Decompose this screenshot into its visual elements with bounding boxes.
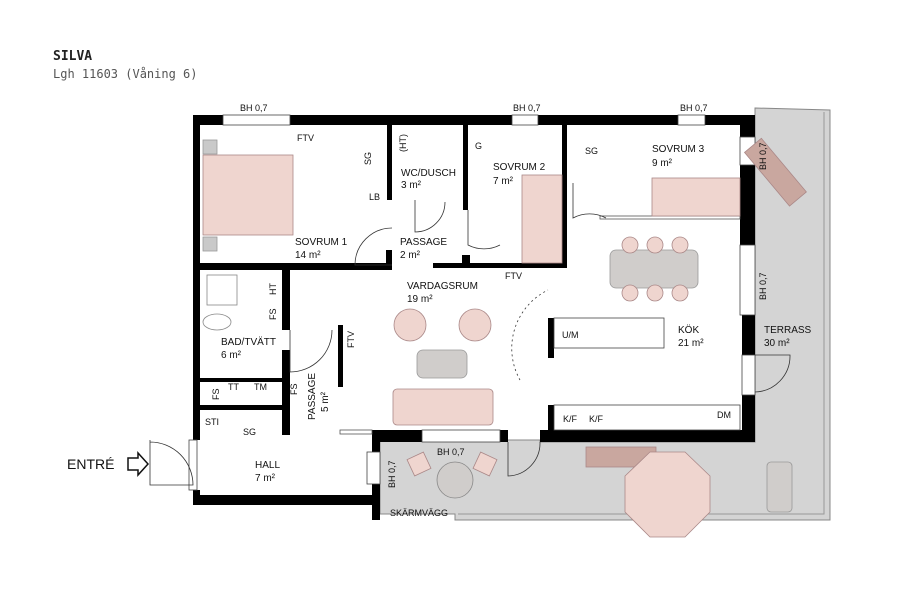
room-labels: SOVRUM 1 14 m² WC/DUSCH 3 m² PASSAGE 2 m… xyxy=(221,144,812,484)
svg-text:G: G xyxy=(475,141,482,151)
door-sovrum2 xyxy=(467,210,501,250)
sg-label: SG xyxy=(363,152,373,165)
apartment-title: SILVA xyxy=(53,49,93,64)
svg-text:21 m²: 21 m² xyxy=(678,338,704,349)
entrance-door-frame xyxy=(188,439,198,491)
room-sovrum1: SOVRUM 1 xyxy=(295,237,348,248)
svg-text:TT: TT xyxy=(228,382,239,392)
terrace-table xyxy=(766,461,793,513)
svg-text:2 m²: 2 m² xyxy=(400,250,421,261)
window-living xyxy=(421,429,501,443)
kitchen-counter xyxy=(553,404,741,431)
room-passage-2: PASSAGE xyxy=(307,373,318,420)
coffee-table xyxy=(416,349,468,379)
dining-table xyxy=(609,249,699,289)
door-balcony xyxy=(507,441,541,477)
apartment-subtitle: Lgh 11603 (Våning 6) xyxy=(53,67,198,81)
terrace-door xyxy=(741,354,756,396)
svg-text:HT: HT xyxy=(268,283,278,295)
entrance-arrow-icon xyxy=(127,451,150,477)
sofa xyxy=(392,388,494,426)
room-bad: BAD/TVÄTT xyxy=(221,336,276,348)
lb-label: LB xyxy=(369,192,380,202)
room-sovrum2: SOVRUM 2 xyxy=(493,162,546,173)
svg-text:5 m²: 5 m² xyxy=(320,391,331,412)
svg-text:STI: STI xyxy=(205,417,219,427)
single-bed-sovrum3 xyxy=(651,177,741,217)
fixture-labels: FTV FTV FTV SG SG SG LB (HT) HT G FS FS … xyxy=(205,133,731,437)
window-kitchen xyxy=(739,244,756,316)
parasol xyxy=(624,451,711,538)
svg-text:6 m²: 6 m² xyxy=(221,350,242,361)
single-bed-sovrum2 xyxy=(521,174,563,264)
ftv-label: FTV xyxy=(297,133,314,143)
svg-text:7 m²: 7 m² xyxy=(493,176,514,187)
svg-text:9 m²: 9 m² xyxy=(652,158,673,169)
svg-text:BH 0,7: BH 0,7 xyxy=(387,460,397,488)
sun-lounger xyxy=(743,137,807,207)
walls xyxy=(193,115,755,520)
door-bad xyxy=(289,329,333,373)
svg-text:19 m²: 19 m² xyxy=(407,294,433,305)
doors xyxy=(149,183,791,486)
svg-text:(HT): (HT) xyxy=(398,134,408,152)
window-sovrum2 xyxy=(511,114,539,126)
room-hall: HALL xyxy=(255,460,280,471)
svg-text:BH 0,7: BH 0,7 xyxy=(758,272,768,300)
room-wc: WC/DUSCH xyxy=(401,168,456,179)
svg-text:SG: SG xyxy=(585,146,598,156)
door-wc xyxy=(414,200,446,233)
window-sovrum1 xyxy=(222,114,291,126)
svg-text:BH 0,7: BH 0,7 xyxy=(680,103,708,113)
door-terrace xyxy=(754,354,791,393)
svg-text:FTV: FTV xyxy=(346,331,356,348)
window-sovrum3 xyxy=(677,114,706,126)
svg-text:TM: TM xyxy=(254,382,267,392)
furniture xyxy=(202,137,807,538)
svg-text:FS: FS xyxy=(211,388,221,400)
svg-text:BH 0,7: BH 0,7 xyxy=(240,103,268,113)
entrance-door xyxy=(149,440,194,486)
entrance-label: ENTRÉ xyxy=(67,456,114,472)
kitchen-island xyxy=(553,317,665,349)
svg-text:U/M: U/M xyxy=(562,330,579,340)
svg-text:K/F: K/F xyxy=(589,414,604,424)
svg-text:14 m²: 14 m² xyxy=(295,250,321,261)
svg-text:3 m²: 3 m² xyxy=(401,180,422,191)
svg-text:FTV: FTV xyxy=(505,271,522,281)
svg-text:FS: FS xyxy=(268,308,278,320)
door-sovrum1 xyxy=(354,227,393,266)
svg-text:30 m²: 30 m² xyxy=(764,338,790,349)
room-sovrum3: SOVRUM 3 xyxy=(652,144,705,155)
room-vardagsrum: VARDAGSRUM xyxy=(407,281,478,292)
room-kok: KÖK xyxy=(678,324,699,336)
svg-text:BH 0,7: BH 0,7 xyxy=(758,142,768,170)
window-hall xyxy=(366,451,381,485)
screen-wall-label: SKÄRMVÄGG xyxy=(390,508,448,518)
armchair xyxy=(458,308,492,342)
double-bed xyxy=(202,154,294,236)
svg-text:SG: SG xyxy=(243,427,256,437)
svg-text:BH 0,7: BH 0,7 xyxy=(437,447,465,457)
svg-text:DM: DM xyxy=(717,410,731,420)
svg-text:K/F: K/F xyxy=(563,414,578,424)
toilet xyxy=(202,313,232,331)
balcony-table xyxy=(436,461,474,499)
svg-text:FS: FS xyxy=(289,383,299,395)
window-labels: BH 0,7 BH 0,7 BH 0,7 BH 0,7 BH 0,7 BH 0,… xyxy=(240,103,768,518)
room-terrass: TERRASS xyxy=(764,325,812,336)
armchair xyxy=(393,308,427,342)
room-passage: PASSAGE xyxy=(400,237,447,248)
svg-text:BH 0,7: BH 0,7 xyxy=(513,103,541,113)
svg-text:7 m²: 7 m² xyxy=(255,473,276,484)
door-sovrum3 xyxy=(572,183,607,219)
